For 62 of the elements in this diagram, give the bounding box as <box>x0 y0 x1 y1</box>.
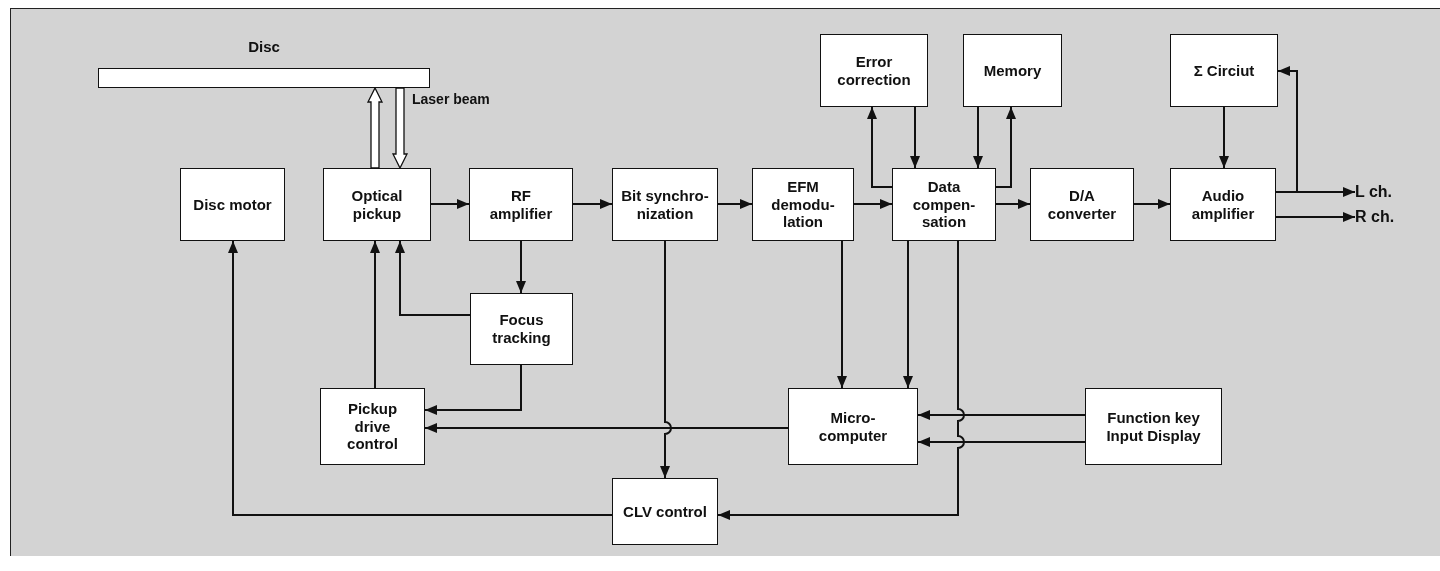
arrow <box>910 106 920 169</box>
block-box <box>892 168 996 241</box>
block-box <box>752 168 854 241</box>
edge-label: Laser beam <box>410 91 492 107</box>
block-box <box>788 388 918 465</box>
block-label: Error correction <box>836 52 912 89</box>
block-label: Memory <box>983 61 1042 80</box>
block-label: CLV control <box>623 502 707 521</box>
arrow <box>430 199 470 209</box>
block-label: Function key Input Display <box>1105 408 1202 445</box>
block-label: EFM demodu- lation <box>770 177 836 232</box>
block-label: Data compen- sation <box>911 177 977 232</box>
arrow <box>395 240 471 316</box>
block-label: Pickup drive control <box>346 399 399 454</box>
arrow <box>717 240 965 520</box>
block-box <box>963 34 1062 107</box>
block-box <box>612 478 718 545</box>
arrow <box>660 240 672 479</box>
arrow <box>853 199 893 209</box>
block-label: D/A converter <box>1046 186 1118 223</box>
arrow <box>917 410 1086 420</box>
block-box <box>1030 168 1134 241</box>
arrow <box>717 199 753 209</box>
block-label: Disc motor <box>193 195 272 214</box>
block-box <box>1170 168 1276 241</box>
block-label: RF amplifier <box>488 186 554 223</box>
arrow <box>572 199 613 209</box>
arrow <box>1275 212 1356 222</box>
block-label: Bit synchro- nization <box>621 186 709 223</box>
arrow <box>424 423 789 433</box>
block-box <box>323 168 431 241</box>
hollow-arrow <box>366 86 384 169</box>
block-box <box>1170 34 1278 107</box>
arrow <box>1219 106 1229 169</box>
arrow <box>837 240 847 389</box>
disc-label: Disc <box>247 38 281 55</box>
hollow-arrow <box>391 87 409 170</box>
arrow <box>917 437 1086 447</box>
arrow <box>973 106 983 169</box>
arrow <box>867 106 893 188</box>
block-box <box>612 168 718 241</box>
block-label: Optical pickup <box>350 186 404 223</box>
arrow <box>1133 199 1171 209</box>
block-box <box>180 168 285 241</box>
block-label: Focus tracking <box>491 311 552 347</box>
arrow <box>516 240 526 294</box>
arrow <box>903 240 913 389</box>
channel-label: L ch. <box>1355 183 1393 201</box>
block-box <box>470 293 573 365</box>
block-box <box>820 34 928 107</box>
block-box <box>1085 388 1222 465</box>
arrow <box>370 240 380 389</box>
channel-label: R ch. <box>1355 208 1395 226</box>
block-label: Σ Circiut <box>1193 61 1255 80</box>
arrow <box>995 199 1031 209</box>
arrow <box>995 106 1016 188</box>
arrow <box>424 364 522 415</box>
block-box <box>320 388 425 465</box>
block-box <box>469 168 573 241</box>
arrow <box>228 240 613 516</box>
block-label: Micro- computer <box>817 408 889 445</box>
block-label: Audio amplifier <box>1190 186 1256 223</box>
